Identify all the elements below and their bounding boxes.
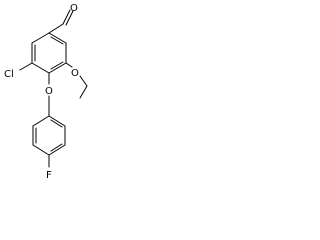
- molecular-structure: O Cl O O: [4, 3, 88, 181]
- aldehyde-bond-c-o-double: [65, 10, 74, 26]
- ethoxy-bond-ch2-ch3: [79, 85, 88, 99]
- aldehyde-group: O: [48, 3, 78, 34]
- ethoxy-bond-ring-o: [65, 62, 73, 68]
- ring2-inner-bond-b: [50, 143, 63, 152]
- benzyloxy-oxygen-label: O: [45, 86, 53, 97]
- aldehyde-oxygen-label: O: [70, 3, 78, 14]
- ethoxy-bond-o-ch2: [79, 75, 88, 87]
- ethoxy-substituent: O: [65, 62, 88, 99]
- ring2-bond-6: [32, 115, 50, 127]
- ring1-bond-1: [48, 32, 67, 44]
- chloro-substituent: Cl: [4, 62, 33, 80]
- ring1-inner-bond-a: [50, 36, 64, 45]
- ring2-bond-4: [32, 144, 50, 156]
- upper-benzene-ring: [31, 32, 67, 74]
- aldehyde-bond-c-o: [62, 9, 71, 25]
- lower-benzene-ring: [32, 115, 66, 156]
- fluoro-substituent: F: [46, 154, 52, 181]
- chlorine-label: Cl: [4, 69, 14, 80]
- benzyloxy-linker: O: [45, 72, 53, 117]
- ring2-inner-bond-a: [50, 119, 63, 128]
- aldehyde-bond-c-c: [48, 23, 64, 34]
- ring2-bond-3: [48, 144, 66, 156]
- ethoxy-oxygen-label: O: [71, 68, 79, 79]
- ring1-inner-bond-b: [50, 61, 64, 70]
- ring1-bond-6: [31, 32, 50, 44]
- ring1-bond-3: [48, 62, 67, 74]
- ring1-bond-4: [31, 62, 50, 74]
- ring2-bond-1: [48, 115, 66, 127]
- chloro-bond: [19, 62, 33, 71]
- fluorine-label: F: [46, 170, 52, 181]
